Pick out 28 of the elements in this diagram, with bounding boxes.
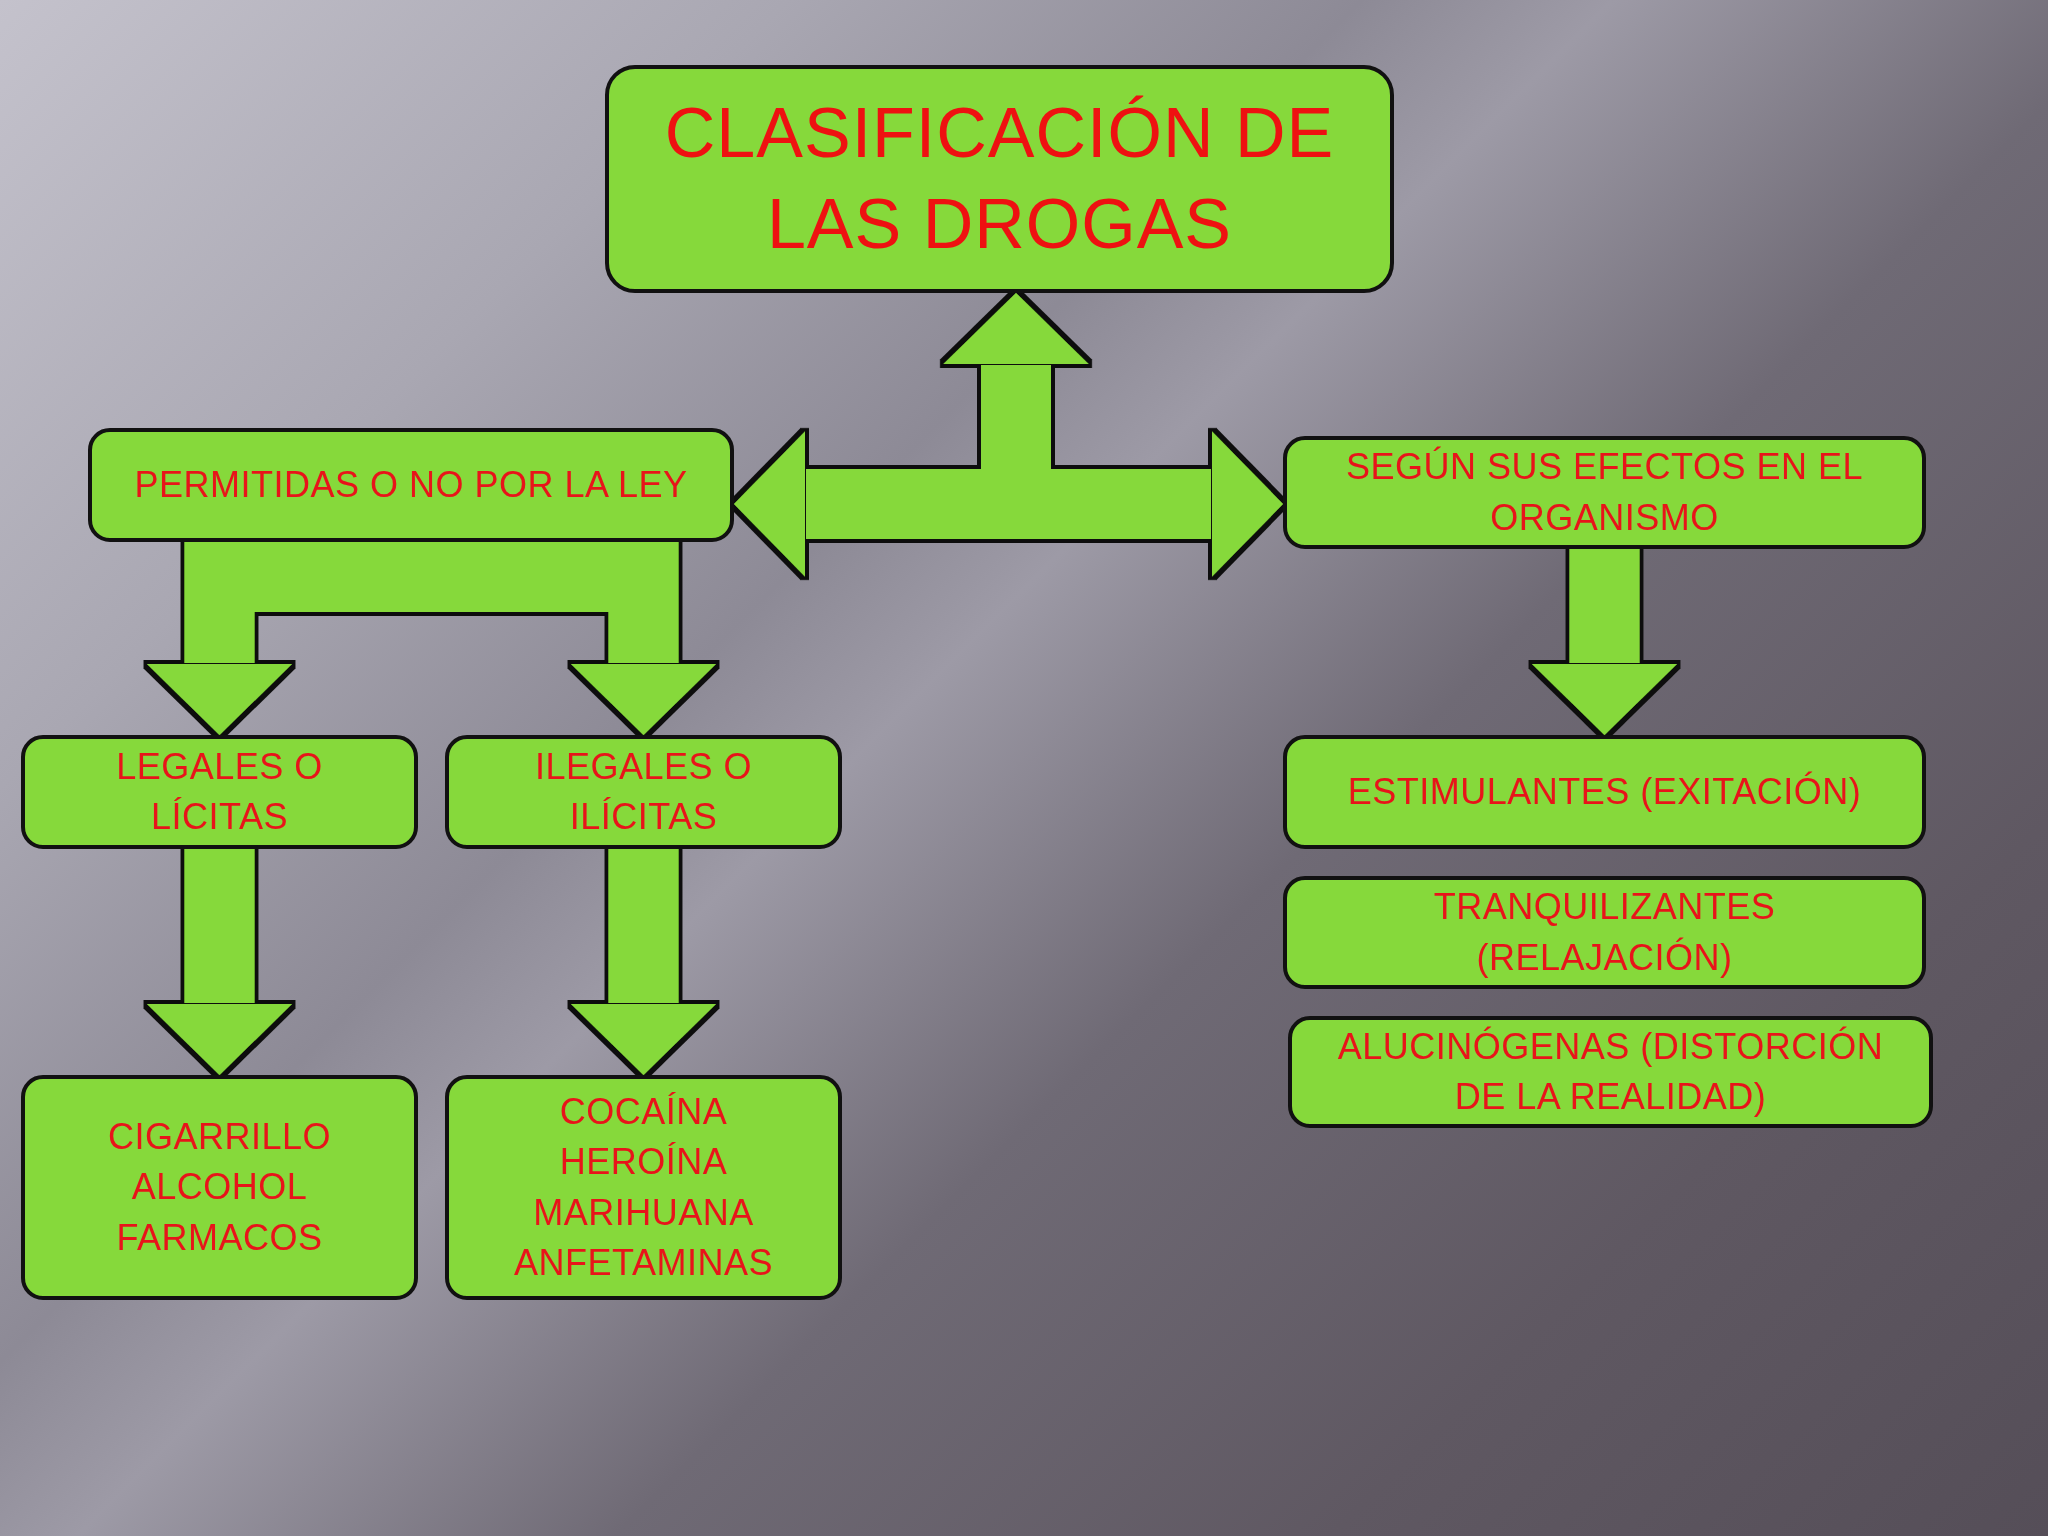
box-text: ALCOHOL (131, 1165, 308, 1210)
box-text: CIGARRILLO (107, 1114, 332, 1159)
box-text: MARIHUANA (533, 1190, 754, 1235)
block-arrow (1532, 549, 1677, 735)
box-text: ESTIMULANTES (EXITACIÓN) (1347, 769, 1862, 814)
title-box (605, 65, 1394, 293)
box-text: HEROÍNA (559, 1140, 728, 1185)
box-text: LEGALES O LÍCITAS (115, 744, 324, 839)
category-box (1283, 876, 1926, 989)
category-box (88, 428, 734, 542)
box-text: ILEGALES O ILÍCITAS (533, 744, 754, 839)
category-box (445, 1075, 842, 1300)
box-text: ALUCINÓGENAS (DISTORCIÓN DE LA REALIDAD) (1336, 1024, 1885, 1119)
box-text: SEGÚN SUS EFECTOS EN EL ORGANISMO (1345, 445, 1864, 540)
category-box (1283, 735, 1926, 849)
category-box (445, 735, 842, 849)
box-text: FARMACOS (116, 1215, 323, 1260)
category-box (1283, 436, 1926, 549)
box-text: COCAÍNA (559, 1089, 728, 1134)
category-box (21, 735, 418, 849)
block-arrow (1016, 431, 1283, 577)
category-box (21, 1075, 418, 1300)
title-text: CLASIFICACIÓN DE LAS DROGAS (663, 93, 1336, 265)
category-box (1288, 1016, 1933, 1128)
block-arrow (734, 431, 1016, 577)
box-text: ANFETAMINAS (514, 1240, 773, 1285)
box-text: TRANQUILIZANTES (RELAJACIÓN) (1432, 885, 1777, 980)
box-text: PERMITIDAS O NO POR LA LEY (134, 462, 688, 507)
